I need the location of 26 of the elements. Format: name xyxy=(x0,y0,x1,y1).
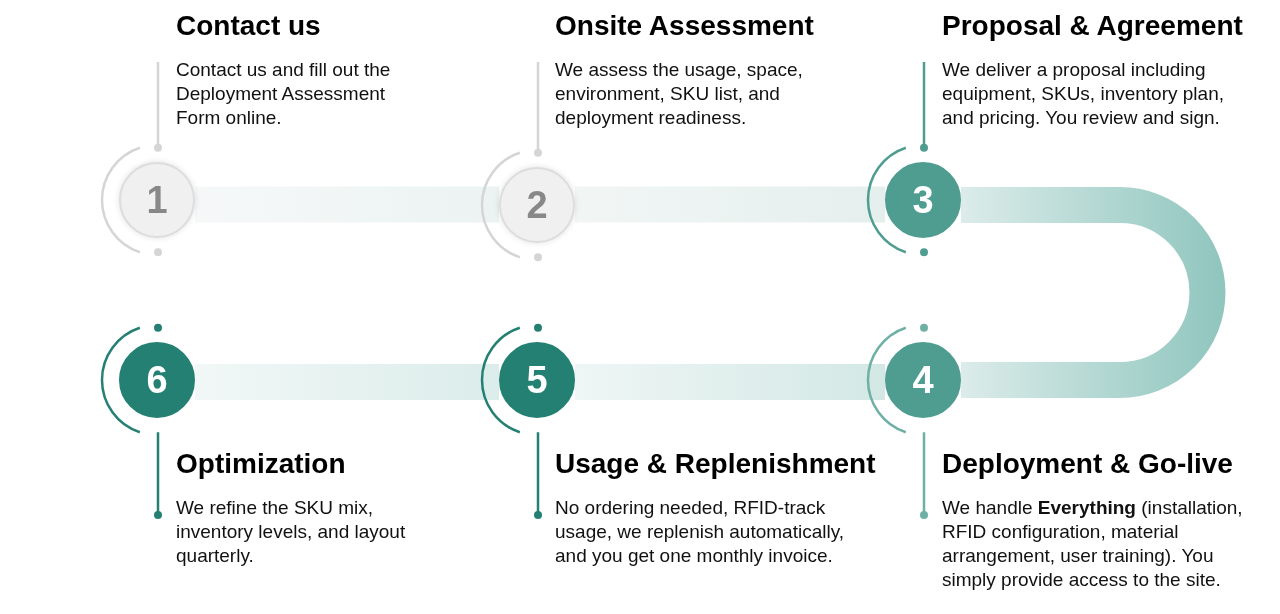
step-circle xyxy=(499,167,575,243)
step-description: We handle Everything (installation, RFID configuration, material arrangement, user training). You simply provide access to the site. xyxy=(942,496,1244,592)
step-circle xyxy=(885,342,961,418)
step-number: 6 xyxy=(146,358,168,402)
step-number: 4 xyxy=(912,358,934,402)
step-heading: Optimization xyxy=(176,448,346,480)
step-description: Contact us and fill out the Deployment Assessment Form online. xyxy=(176,58,392,130)
step-heading: Deployment & Go-live xyxy=(942,448,1233,480)
step-heading: Onsite Assessment xyxy=(555,10,814,42)
step-circle xyxy=(885,162,961,238)
step-circle xyxy=(499,342,575,418)
step-heading: Usage & Replenishment xyxy=(555,448,876,480)
step-number: 2 xyxy=(526,183,548,227)
connector-band xyxy=(195,186,499,223)
connector-band xyxy=(575,186,885,223)
step-circle xyxy=(119,162,195,238)
step-heading: Proposal & Agreement xyxy=(942,10,1243,42)
step-description: We refine the SKU mix, inventory levels, and layout quarterly. xyxy=(176,496,407,568)
step-description: We deliver a proposal including equipment, SKUs, inventory plan, and pricing. You review and sign. xyxy=(942,58,1225,130)
step-number: 1 xyxy=(146,178,168,222)
step-heading: Contact us xyxy=(176,10,321,42)
step-number: 5 xyxy=(526,358,548,402)
step-number: 3 xyxy=(912,178,934,222)
step-circle xyxy=(119,342,195,418)
step-description: We assess the usage, space, environment, SKU list, and deployment readiness. xyxy=(555,58,804,130)
step-description: No ordering needed, RFID-track usage, we replenish automatically, and you get one monthly invoice. xyxy=(555,496,845,568)
